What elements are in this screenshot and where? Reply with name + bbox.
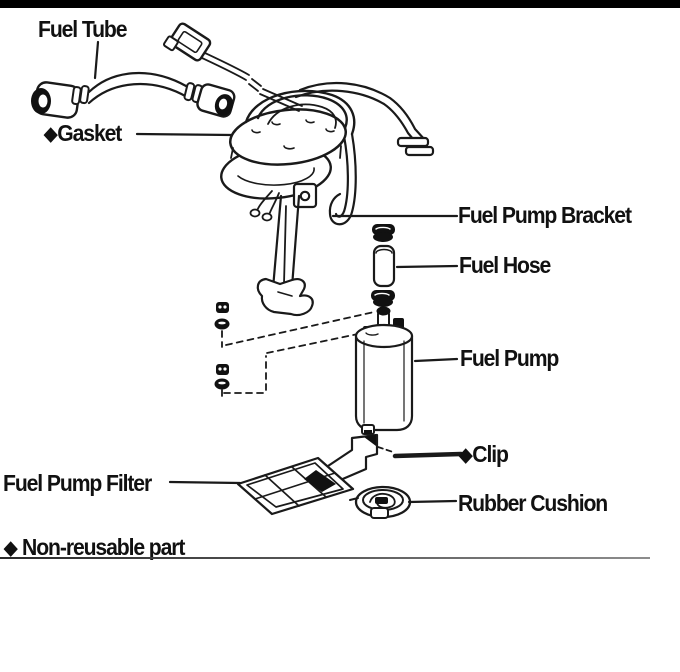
label-rubber-cushion-text: Rubber Cushion <box>458 490 608 516</box>
leader-lines <box>93 40 464 504</box>
tube-arcs-drawing <box>244 89 356 136</box>
fuel-pump-filter-leader-line <box>168 480 242 485</box>
label-fuel-hose-text: Fuel Hose <box>459 252 551 278</box>
rubber-cushion-leader-line <box>407 499 458 504</box>
label-gasket-text: Gasket <box>57 120 122 146</box>
legend-text: Non-reusable part <box>22 534 185 560</box>
fuel-tube-leader-line <box>93 40 100 80</box>
scan-top-black-bar <box>0 0 680 8</box>
non-reusable-diamond-icon: ◆ <box>459 445 472 466</box>
label-fuel-pump: Fuel Pump <box>460 345 559 371</box>
label-fuel-pump-filter-text: Fuel Pump Filter <box>3 470 152 496</box>
fuel-pump-leader-line <box>413 357 459 363</box>
label-clip: ◆Clip <box>459 441 509 467</box>
label-fuel-pump-text: Fuel Pump <box>460 345 559 371</box>
label-fuel-pump-bracket-text: Fuel Pump Bracket <box>458 202 632 228</box>
label-fuel-hose: Fuel Hose <box>459 252 551 278</box>
gasket-leader-line <box>135 132 234 137</box>
non-reusable-diamond-icon: ◆ <box>44 124 57 145</box>
label-fuel-pump-bracket: Fuel Pump Bracket <box>458 202 632 228</box>
grommets-drawing <box>214 302 375 397</box>
clip-dashed-line <box>377 446 394 453</box>
label-clip-text: Clip <box>472 441 509 467</box>
label-fuel-tube-text: Fuel Tube <box>38 16 128 42</box>
fuel-tube-drawing <box>31 71 236 119</box>
label-fuel-pump-filter: Fuel Pump Filter <box>3 470 152 496</box>
label-gasket: ◆Gasket <box>44 120 122 146</box>
electrical-connector-drawing <box>163 22 303 112</box>
fuel-pump-drawing <box>354 306 414 435</box>
clip-leader-line <box>392 451 464 459</box>
rubber-cushion-drawing <box>349 485 412 519</box>
label-rubber-cushion: Rubber Cushion <box>458 490 608 516</box>
label-fuel-tube: Fuel Tube <box>38 16 128 42</box>
gasket-flange-drawing <box>220 108 348 209</box>
fuel-hose-leader-line <box>395 264 459 269</box>
legend-non-reusable: ◆ Non-reusable part <box>4 534 185 560</box>
non-reusable-diamond-icon: ◆ <box>4 538 17 559</box>
fuel-pump-filter-drawing <box>236 433 379 516</box>
fuel-hose-parts-drawing <box>371 224 396 307</box>
legend-separator-line <box>0 557 650 559</box>
fuel-pump-bracket-drawing <box>249 190 314 317</box>
